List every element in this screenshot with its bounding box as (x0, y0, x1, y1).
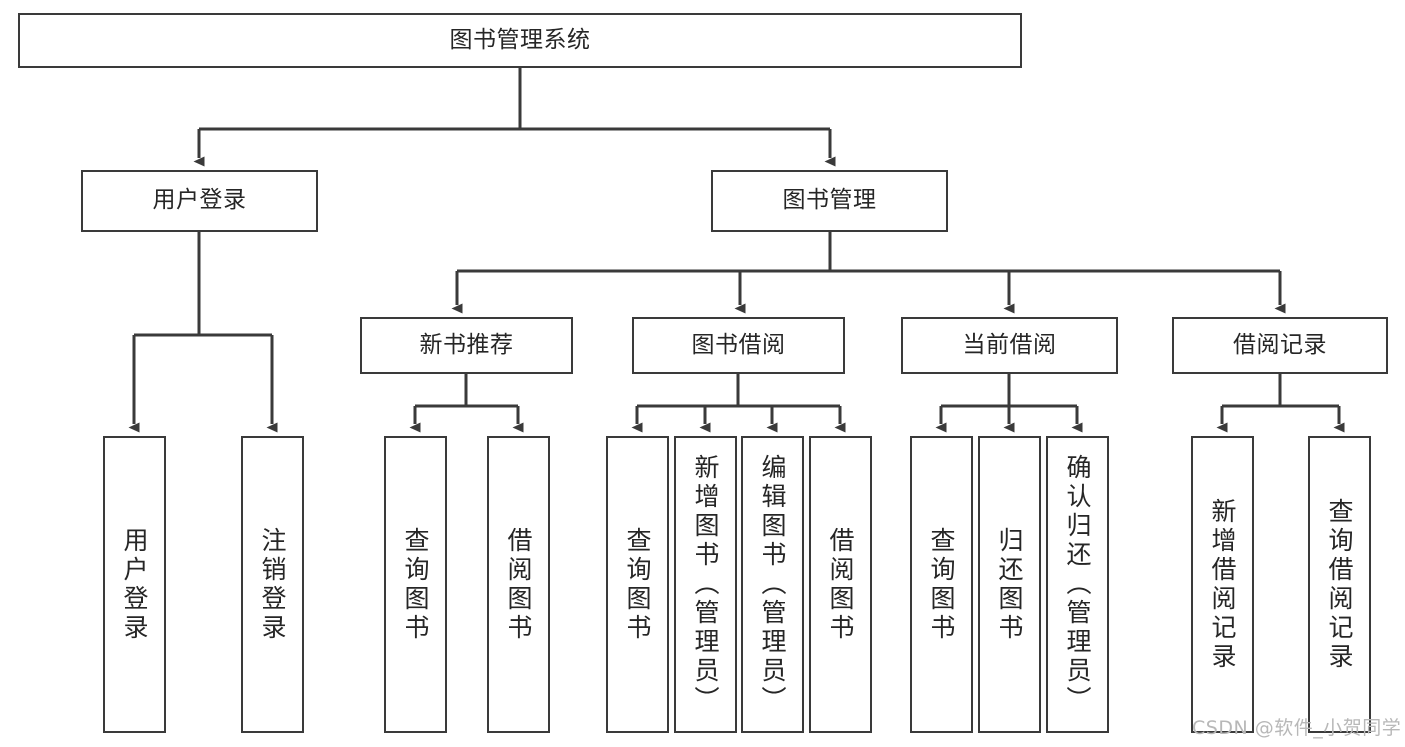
node-new-book-recommend[interactable]: 新书推荐 (360, 317, 573, 374)
node-label: 归还图书 (995, 526, 1024, 643)
node-root-book-management-system[interactable]: 图书管理系统 (18, 13, 1022, 68)
leaf-borrow-book-recommend[interactable]: 借阅图书 (487, 436, 550, 733)
leaf-edit-book-admin[interactable]: 编辑图书（管理员） (741, 436, 804, 733)
node-label: 查询借阅记录 (1325, 497, 1354, 672)
node-label: 图书管理 (782, 187, 877, 214)
node-label: 用户登录 (120, 526, 149, 643)
node-borrow-record[interactable]: 借阅记录 (1172, 317, 1388, 374)
leaf-confirm-return-admin[interactable]: 确认归还（管理员） (1046, 436, 1109, 733)
leaf-return-book[interactable]: 归还图书 (978, 436, 1041, 733)
leaf-query-book-current[interactable]: 查询图书 (910, 436, 973, 733)
node-label: 确认归还（管理员） (1063, 454, 1092, 715)
leaf-add-borrow-record[interactable]: 新增借阅记录 (1191, 436, 1254, 733)
node-label: 借阅记录 (1233, 331, 1327, 358)
node-label: 当前借阅 (962, 331, 1057, 358)
node-book-management[interactable]: 图书管理 (711, 170, 948, 232)
node-label: 查询图书 (623, 526, 652, 643)
node-label: 图书管理系统 (449, 26, 591, 53)
node-label: 图书借阅 (691, 331, 786, 358)
leaf-query-book-recommend[interactable]: 查询图书 (384, 436, 447, 733)
leaf-user-login[interactable]: 用户登录 (103, 436, 166, 733)
node-user-login[interactable]: 用户登录 (81, 170, 318, 232)
node-label: 借阅图书 (504, 526, 533, 643)
node-label: 借阅图书 (826, 526, 855, 643)
node-label: 新书推荐 (419, 331, 514, 358)
node-label: 新增借阅记录 (1208, 497, 1237, 672)
node-label: 编辑图书（管理员） (758, 454, 787, 715)
node-label: 查询图书 (927, 526, 956, 643)
node-label: 查询图书 (401, 526, 430, 643)
leaf-query-book-borrow[interactable]: 查询图书 (606, 436, 669, 733)
node-label: 用户登录 (152, 187, 247, 214)
leaf-add-book-admin[interactable]: 新增图书（管理员） (674, 436, 737, 733)
node-book-borrow[interactable]: 图书借阅 (632, 317, 845, 374)
leaf-borrow-book[interactable]: 借阅图书 (809, 436, 872, 733)
node-current-borrow[interactable]: 当前借阅 (901, 317, 1118, 374)
leaf-query-borrow-record[interactable]: 查询借阅记录 (1308, 436, 1371, 733)
node-label: 新增图书（管理员） (691, 454, 720, 715)
node-label: 注销登录 (258, 526, 287, 643)
watermark-text: CSDN @软件_小贺同学 (1192, 717, 1402, 739)
leaf-logout[interactable]: 注销登录 (241, 436, 304, 733)
